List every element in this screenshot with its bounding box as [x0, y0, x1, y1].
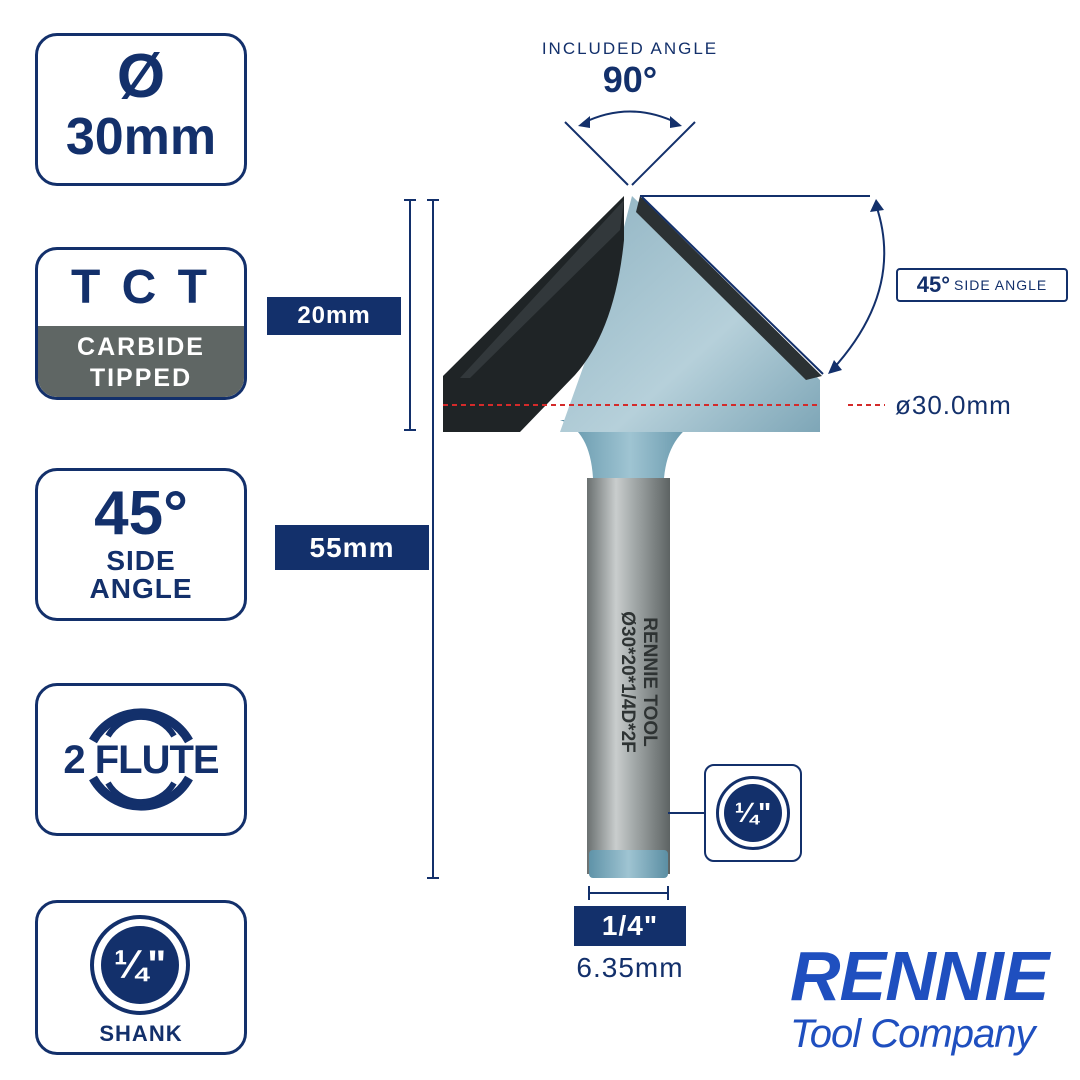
- engraving-line2: Ø30*20*1/4D*2F: [617, 611, 638, 753]
- brand-tagline: Tool Company: [790, 1012, 1035, 1056]
- shank-engraving: RENNIE TOOL Ø30*20*1/4D*2F: [600, 592, 660, 772]
- diameter-dimension: ø30.0mm: [895, 390, 1012, 420]
- shank: [587, 478, 670, 874]
- side-angle-sub2: ANGLE: [89, 573, 193, 604]
- side-angle-callout: 45° SIDE ANGLE: [896, 268, 1068, 302]
- shank-badge: ¼" SHANK: [35, 900, 247, 1055]
- shank-callout-circle: ¼": [716, 776, 790, 850]
- diameter-symbol: Ø: [116, 42, 166, 111]
- flute-badge: 2 FLUTE: [35, 683, 247, 836]
- side-angle-callout-label: SIDE ANGLE: [954, 277, 1048, 293]
- tct-badge: T C T CARBIDE TIPPED: [35, 247, 247, 400]
- included-angle-value: 90°: [602, 59, 658, 100]
- shank-callout-value: ¼": [734, 797, 772, 828]
- shank-caption: SHANK: [99, 1021, 183, 1046]
- cutter-body: [560, 196, 820, 432]
- carbide-edge: [636, 196, 822, 380]
- diameter-badge: Ø 30mm: [35, 33, 247, 186]
- side-angle-callout-value: 45°: [916, 272, 950, 297]
- shank-circle-icon: ¼": [90, 915, 190, 1015]
- brand-name: RENNIE: [790, 937, 1049, 1015]
- shank-fraction-label: 1/4": [574, 906, 686, 946]
- brand-logo: RENNIE Tool Company: [790, 940, 1070, 1056]
- side-angle-sub1: SIDE: [106, 545, 176, 576]
- shank-metric-label: 6.35mm: [576, 952, 684, 983]
- shank-tip: [589, 850, 668, 878]
- shank-circle-value: ¼": [113, 943, 167, 987]
- side-angle-badge: 45° SIDE ANGLE: [35, 468, 247, 621]
- tct-title: T C T: [71, 261, 211, 314]
- diameter-value: 30mm: [65, 108, 217, 166]
- tct-subtitle: CARBIDE TIPPED: [38, 326, 244, 397]
- cutting-length-label: 20mm: [267, 297, 401, 335]
- tct-subtitle-line1: CARBIDE: [77, 333, 205, 361]
- flute-text: 2 FLUTE: [63, 738, 219, 782]
- shank-callout: ¼": [704, 764, 802, 862]
- side-angle-value: 45°: [94, 479, 188, 548]
- tct-subtitle-line2: TIPPED: [89, 364, 193, 392]
- overall-length-label: 55mm: [275, 525, 429, 570]
- flute-rings-icon: [89, 708, 193, 811]
- included-angle-label: INCLUDED ANGLE: [541, 39, 719, 58]
- neck: [560, 420, 700, 478]
- engraving-line1: RENNIE TOOL: [639, 617, 660, 747]
